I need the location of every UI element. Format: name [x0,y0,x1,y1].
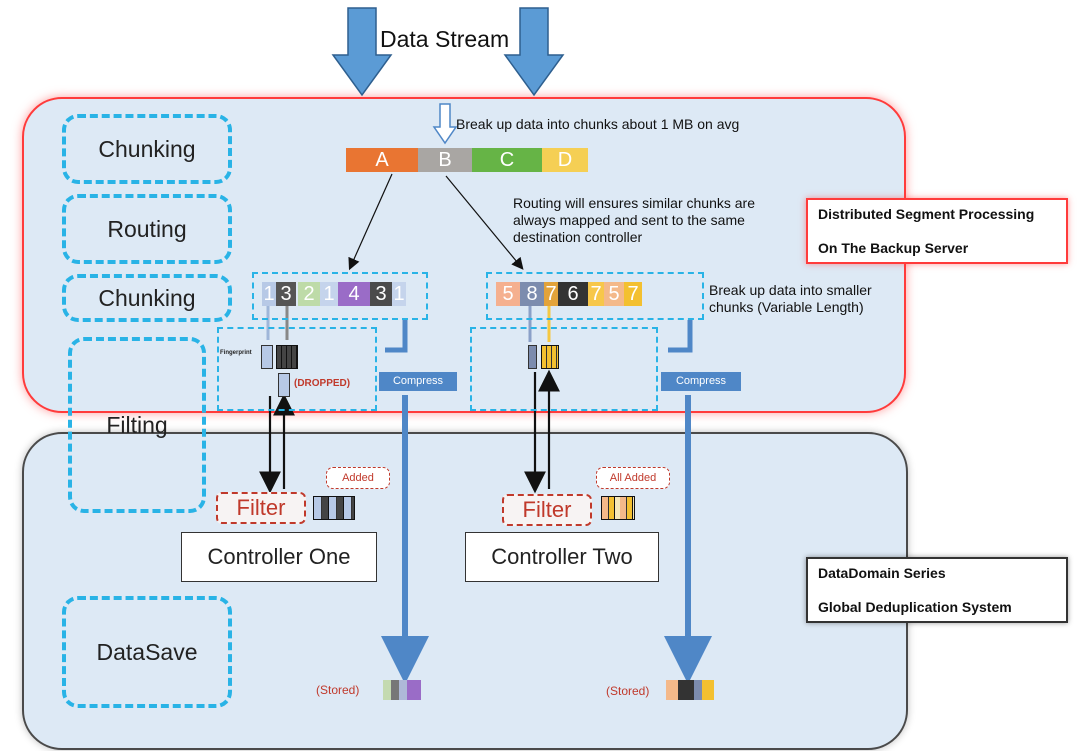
fingerprint-hash-right-1 [528,345,537,369]
datadomain-panel [22,432,908,750]
fingerprint-area-left [217,327,377,411]
chunk-left-6: 3 [370,282,392,306]
added-hashes-left [313,496,355,520]
compress-left: Compress [379,372,457,391]
note-routing-2: always mapped and sent to the same [513,212,745,228]
compress-right: Compress [661,372,741,391]
chunk-left-2: 3 [276,282,296,306]
chunk-right-3: 7 [544,282,558,306]
chunk-row-right [486,272,704,320]
fingerprint-area-right [470,327,658,411]
chunk-right-5: 7 [588,282,604,306]
stored-chunks-right [666,680,714,700]
chunk-right-7: 7 [624,282,642,306]
chunk-input-arrow [432,103,458,145]
fingerprint-hash-2 [276,345,298,369]
added-tag: Added [326,467,390,489]
info-bottom-line2: Global Deduplication System [818,599,1012,615]
block-c: C [472,148,542,172]
info-top-line2: On The Backup Server [818,240,969,256]
info-box-distributed: Distributed Segment Processing On The Ba… [806,198,1068,264]
stage-datasave: DataSave [62,596,232,708]
filter-left: Filter [216,492,306,524]
chunk-right-4: 6 [558,282,588,306]
data-stream-arrow-right [503,7,565,97]
info-bottom-line1: DataDomain Series [818,565,946,581]
stored-label-right: (Stored) [606,684,650,698]
route-arrow-left [348,173,393,271]
chunk-row-left [252,272,428,320]
fingerprint-hash-1 [261,345,273,369]
controller-one: Controller One [181,532,377,582]
note-break-up-1mb: Break up data into chunks about 1 MB on … [456,116,740,132]
fingerprint-hash-right-2 [541,345,559,369]
stage-filting: Filting [68,337,206,513]
chunk-left-3: 2 [298,282,320,306]
info-top-line1: Distributed Segment Processing [818,206,1035,222]
block-b: B [418,148,472,172]
dropped-hash [278,373,290,397]
stored-label-left: (Stored) [316,683,360,697]
block-d: D [542,148,588,172]
data-stream-title: Data Stream [380,26,510,52]
note-smaller-1: Break up data into smaller [709,282,872,298]
filter-right: Filter [502,494,592,526]
fingerprint-label: Fingerprint [220,350,252,356]
route-arrow-right [445,175,524,270]
chunk-right-1: 5 [496,282,520,306]
all-added-tag: All Added [596,467,670,489]
dropped-label: (DROPPED) [294,378,351,389]
chunk-right-2: 8 [520,282,544,306]
chunk-left-4: 1 [320,282,338,306]
note-smaller-2: chunks (Variable Length) [709,299,864,315]
stage-routing: Routing [62,194,232,264]
block-a: A [346,148,418,172]
chunk-left-7: 1 [392,282,406,306]
info-box-datadomain: DataDomain Series Global Deduplication S… [806,557,1068,623]
controller-two: Controller Two [465,532,659,582]
note-routing-1: Routing will ensures similar chunks are [513,195,755,211]
added-hashes-right [601,496,635,520]
stored-chunks-left [383,680,421,700]
stage-chunking-bottom: Chunking [62,274,232,322]
note-routing-3: destination controller [513,229,643,245]
chunk-left-5: 4 [338,282,370,306]
data-stream-arrow-left [331,7,393,97]
stage-chunking-top: Chunking [62,114,232,184]
chunk-left-1: 1 [262,282,276,306]
chunk-right-6: 5 [604,282,624,306]
